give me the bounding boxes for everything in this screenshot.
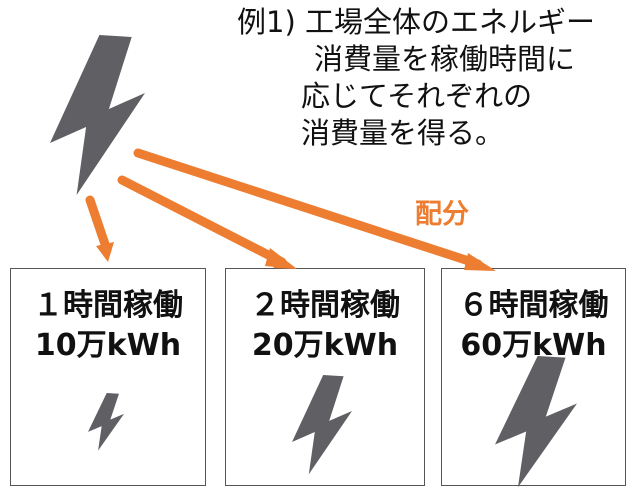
box-3-lightning-bolt-icon [495,356,577,488]
example-line-1: 例1) 工場全体のエネルギー [237,5,595,39]
box-2-hours: ２時間稼働 [250,288,400,323]
arrow-to-box-2 [117,175,297,269]
box-1-lightning-bolt-icon [88,393,124,451]
arrow-to-box-3 [133,148,496,271]
box-1-energy: 10万kWh [34,328,182,363]
example-line-3: 応じてそれぞれの [301,79,533,113]
box-1-hours: １時間稼働 [33,288,183,323]
source-lightning-bolt-icon [50,35,145,195]
arrow-to-box-1 [85,195,114,262]
allocation-label: 配分 [415,199,469,230]
allocation-box-1: １時間稼働 10万kWh [10,268,206,486]
box-2-lightning-bolt-icon [292,375,352,475]
example-text: 例1) 工場全体のエネルギー 消費量を稼働時間に 応じてそれぞれの 消費量を得る… [237,4,627,152]
box-2-energy: 20万kWh [251,328,399,363]
box-3-hours: ６時間稼働 [458,288,609,323]
box-3-energy: 60万kWh [460,328,607,363]
example-line-2: 消費量を稼働時間に [314,42,576,76]
example-line-4: 消費量を得る。 [301,116,505,150]
